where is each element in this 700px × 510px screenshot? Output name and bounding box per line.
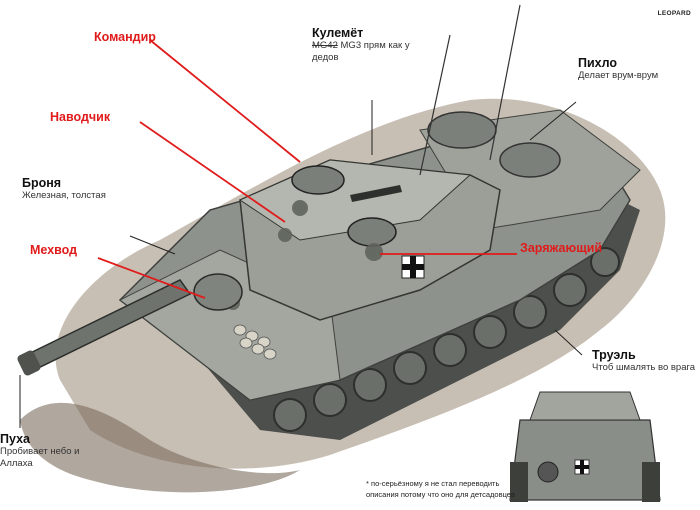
mantlet <box>193 273 243 311</box>
track-desc: Чтоб шмалять во врага <box>592 362 696 373</box>
label-armor: Броня Железная, толстая <box>22 176 106 202</box>
label-machine-gun: Кулемёт MG42 MG3 прям как у дедов <box>312 26 412 64</box>
label-commander: Командир <box>94 30 156 44</box>
label-gunner: Наводчик <box>50 110 111 124</box>
engine-desc: Делает врум-врум <box>578 70 659 81</box>
track-title: Труэль <box>592 348 636 362</box>
footnote: * по-серьёзному я не стал переводить опи… <box>366 479 515 499</box>
label-track: Труэль Чтоб шмалять во врага <box>592 348 695 374</box>
ammo-rack <box>233 324 277 360</box>
road-wheels <box>273 247 620 432</box>
rear-view-tank <box>509 391 661 502</box>
brand-logo: LEOPARD <box>657 10 691 17</box>
muzzle <box>17 350 41 376</box>
mg3 <box>350 185 402 202</box>
armor-title: Броня <box>22 176 62 190</box>
cross-marking <box>401 255 425 279</box>
gun-title: Пуха <box>0 432 30 446</box>
gun-desc: Пробивает небо и Аллаха <box>0 446 80 469</box>
label-loader: Заряжающий <box>520 241 603 255</box>
mg-desc: MG3 прям как у дедов <box>312 40 410 63</box>
mg-title: Кулемёт <box>312 26 364 40</box>
mg-desc-struck: MG42 <box>312 40 338 51</box>
label-engine: Пихло Делает врум-врум <box>578 56 658 82</box>
mud-splash <box>20 402 300 493</box>
engine-title: Пихло <box>578 56 618 70</box>
armor-desc: Железная, толстая <box>22 190 106 201</box>
label-gun: Пуха Пробивает небо и Аллаха <box>0 432 95 470</box>
label-driver: Мехвод <box>30 243 78 257</box>
